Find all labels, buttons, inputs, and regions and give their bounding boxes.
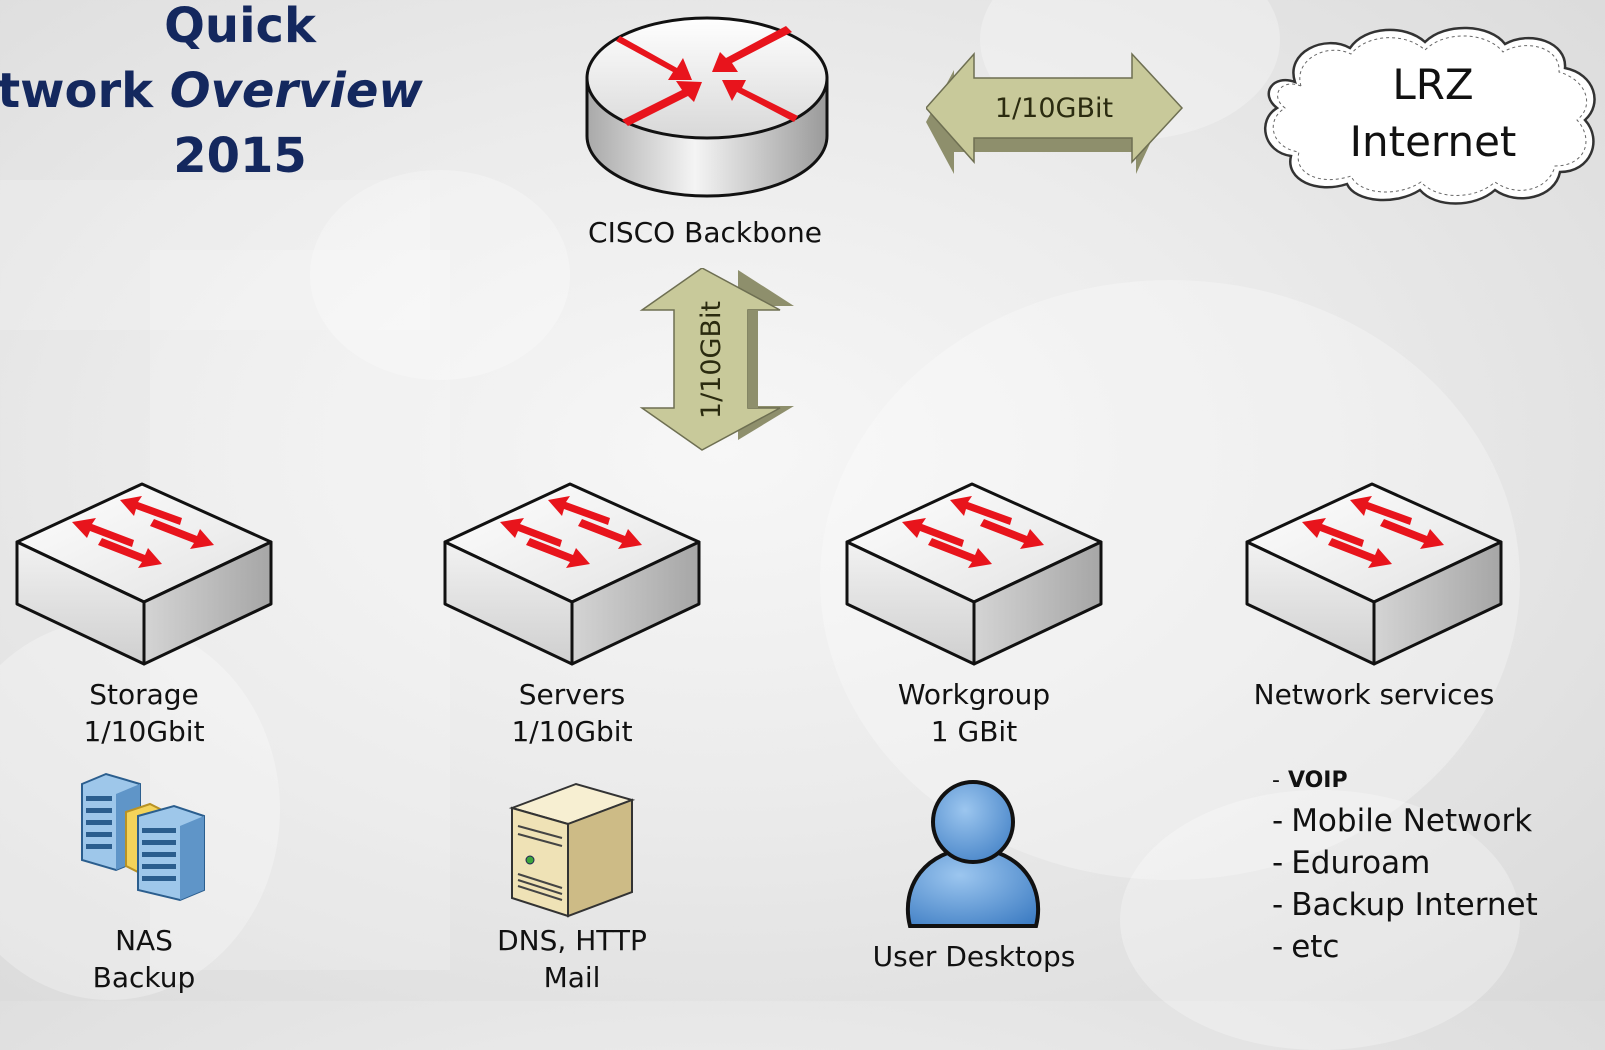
page-title: Quick twork Overview 2015 xyxy=(0,0,480,189)
list-dash: - xyxy=(1272,929,1284,965)
switch-icon xyxy=(844,482,1104,667)
service-voip: VOIP xyxy=(1287,768,1348,793)
service-mobile-network: Mobile Network xyxy=(1291,803,1533,839)
list-item: -Mobile Network xyxy=(1272,800,1538,842)
title-line-2-italic: Overview xyxy=(169,63,423,119)
title-line-2-plain: twork xyxy=(0,63,170,119)
list-dash: - xyxy=(1272,845,1284,881)
service-eduroam: Eduroam xyxy=(1291,845,1431,881)
device-label-nas: NAS Backup xyxy=(44,922,244,996)
title-line-3: 2015 xyxy=(173,128,307,184)
switch-icon xyxy=(14,482,274,667)
double-arrow-icon: 1/10GBit xyxy=(926,52,1184,174)
downlink-label: 1/10GBit xyxy=(696,301,727,419)
device-label-line: Mail xyxy=(543,961,601,994)
internet-label: LRZ Internet xyxy=(1258,56,1605,170)
cloud-icon xyxy=(1263,26,1596,205)
switch-label-line: Servers xyxy=(518,678,626,711)
internet-line-1: LRZ xyxy=(1392,60,1474,109)
switch-label-servers: Servers 1/10Gbit xyxy=(472,676,672,750)
double-arrow-icon: 1/10GBit xyxy=(639,268,794,451)
title-line-1: Quick xyxy=(164,0,316,54)
switch-label-network-services: Network services xyxy=(1224,676,1524,713)
switch-label-line: 1/10Gbit xyxy=(83,715,205,748)
backbone-label: CISCO Backbone xyxy=(588,216,822,249)
network-services-list: -VOIP -Mobile Network -Eduroam -Backup I… xyxy=(1272,766,1538,968)
device-label-user-desktops: User Desktops xyxy=(824,938,1124,975)
switch-icon xyxy=(1244,482,1504,667)
device-label-line: Backup xyxy=(92,961,196,994)
list-item: -etc xyxy=(1272,926,1538,968)
title-line-2: twork Overview xyxy=(0,59,450,124)
background-panel xyxy=(0,180,430,330)
switch-icon xyxy=(442,482,702,667)
switch-label-line: Workgroup xyxy=(897,678,1051,711)
device-label-line: User Desktops xyxy=(872,940,1076,973)
internet-line-2: Internet xyxy=(1349,117,1517,166)
service-etc: etc xyxy=(1291,929,1340,965)
list-item: -VOIP xyxy=(1272,766,1538,796)
uplink-label: 1/10GBit xyxy=(995,93,1113,124)
switch-label-line: 1 GBit xyxy=(930,715,1018,748)
list-dash: - xyxy=(1272,768,1280,793)
list-item: -Eduroam xyxy=(1272,842,1538,884)
list-item: -Backup Internet xyxy=(1272,884,1538,926)
router-icon xyxy=(585,16,829,198)
list-dash: - xyxy=(1272,803,1284,839)
switch-label-workgroup: Workgroup 1 GBit xyxy=(874,676,1074,750)
device-label-line: NAS xyxy=(115,924,173,957)
switch-label-line: 1/10Gbit xyxy=(511,715,633,748)
background-circle xyxy=(310,170,570,380)
device-label-servers: DNS, HTTP Mail xyxy=(447,922,697,996)
device-label-line: DNS, HTTP xyxy=(497,924,647,957)
user-icon xyxy=(905,780,1041,928)
nas-storage-icon xyxy=(81,772,205,902)
switch-label-line: Storage xyxy=(89,678,199,711)
list-dash: - xyxy=(1272,887,1284,923)
switch-label-line: Network services xyxy=(1253,678,1495,711)
server-tower-icon xyxy=(508,782,636,918)
service-backup-internet: Backup Internet xyxy=(1291,887,1538,923)
switch-label-storage: Storage 1/10Gbit xyxy=(44,676,244,750)
